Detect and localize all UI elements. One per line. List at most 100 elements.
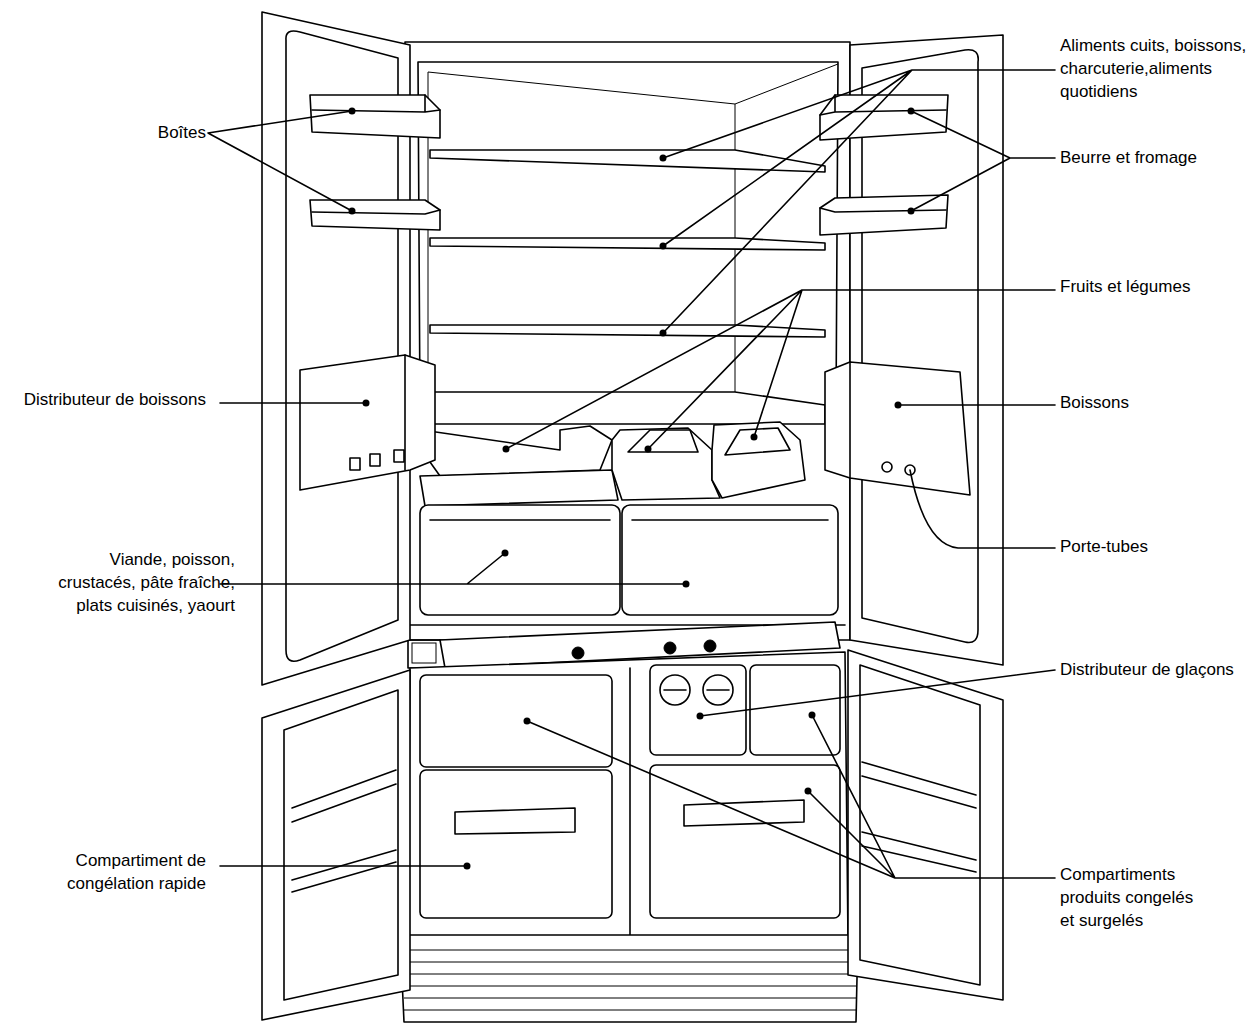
upper-right-door-part (825, 362, 970, 495)
callout-label: Aliments cuits, boissons, charcuterie,al… (1060, 34, 1259, 103)
freezer (408, 652, 848, 940)
leader-lines-part (911, 111, 1055, 211)
lower-right-door-part (862, 762, 976, 872)
leader-dots-part (683, 581, 690, 588)
lower-left-door-part (284, 690, 398, 1000)
lower-right-door (848, 650, 1003, 1000)
upper-right-door-part (862, 50, 978, 643)
freezer-part (420, 770, 612, 918)
drawers (410, 505, 845, 625)
lower-left-door-part (262, 670, 410, 1020)
leader-dots-part (524, 718, 531, 725)
leader-lines-part (910, 470, 1055, 548)
upper-right-door-part (849, 362, 851, 478)
leader-lines-part (208, 111, 352, 211)
shelves-part (430, 238, 825, 250)
leader-lines-part (220, 865, 467, 867)
divider-band-part (664, 642, 676, 654)
leader-dots-part (502, 550, 509, 557)
crisper-bins-part (422, 426, 612, 476)
crisper-bins-part (725, 428, 790, 455)
callout-label: Distributeur de glaçons (1060, 658, 1259, 681)
leader-lines (208, 70, 1055, 878)
callout-label: Viande, poisson, crustacés, pâte fraîche… (35, 548, 235, 617)
leader-dots-part (464, 863, 471, 870)
callout-label: Porte-tubes (1060, 535, 1255, 558)
upper-left-door-part (310, 200, 440, 230)
cabinet-part (405, 42, 850, 640)
callout-label: Compartiments produits congelés et surge… (1060, 863, 1200, 932)
leader-dots-part (908, 108, 915, 115)
drawers-part (420, 505, 620, 615)
lower-right-door-part (848, 650, 1003, 1000)
crisper-bins-part (612, 428, 720, 500)
lower-left-door (262, 670, 410, 1020)
leader-dots-part (751, 434, 758, 441)
divider-band-part (572, 647, 584, 659)
divider-band-part (408, 640, 445, 668)
leader-dots-part (660, 330, 667, 337)
upper-left-door-part (350, 458, 360, 470)
divider-band-part (412, 643, 436, 663)
freezer-part (408, 652, 848, 940)
freezer-part (664, 689, 729, 691)
cabinet-part (418, 62, 838, 410)
upper-left-door-part (300, 355, 435, 490)
freezer-part (629, 668, 631, 935)
leader-dots-part (363, 400, 370, 407)
leader-lines-part (220, 553, 686, 584)
callout-label: Beurre et fromage (1060, 146, 1255, 169)
leader-dots-part (349, 108, 356, 115)
callout-label: Distributeur de boissons (1, 388, 206, 411)
leader-lines-part (506, 290, 1055, 449)
crisper-bins (420, 422, 805, 506)
base-grille-part (404, 950, 856, 1010)
upper-left-door-part (312, 210, 440, 214)
leader-dots-part (697, 713, 704, 720)
leader-dots-part (908, 208, 915, 215)
leader-dots-part (895, 402, 902, 409)
leader-lines-part (663, 70, 1055, 333)
freezer-part (650, 665, 746, 755)
cabinet (405, 42, 850, 640)
shelves-part (428, 392, 825, 424)
leader-dots-part (660, 243, 667, 250)
leader-dots-part (349, 208, 356, 215)
upper-right-door-part (820, 95, 946, 115)
upper-right-door-part (820, 208, 946, 212)
freezer-part (650, 765, 840, 918)
callout-label: Compartiment de congélation rapide (46, 849, 206, 895)
leader-dots-part (503, 446, 510, 453)
leader-dots-part (805, 788, 812, 795)
callout-label: Boissons (1060, 391, 1255, 414)
cabinet-part (428, 64, 838, 400)
callout-label: Boîtes (56, 121, 206, 144)
upper-left-door-part (394, 450, 404, 462)
base-grille (400, 935, 858, 1022)
leader-lines-part (898, 404, 1055, 406)
freezer-part (750, 665, 840, 755)
drawers-part (430, 519, 828, 521)
lower-left-door-part (292, 770, 396, 892)
crisper-bins-part (712, 422, 805, 498)
upper-right-door-part (882, 462, 892, 472)
crisper-bins-part (420, 470, 618, 506)
shelves (428, 150, 825, 424)
base-grille-part (400, 935, 858, 1022)
leader-dots (349, 108, 915, 870)
leader-lines-part (220, 402, 366, 404)
upper-left-door-part (370, 454, 380, 466)
upper-left-door-part (312, 95, 440, 112)
upper-right-door-part (820, 95, 948, 140)
freezer-part (455, 808, 575, 834)
callout-label: Fruits et légumes (1060, 275, 1255, 298)
leader-dots-part (645, 446, 652, 453)
leader-dots-part (660, 155, 667, 162)
divider-band-part (704, 640, 716, 652)
freezer-part (420, 675, 612, 767)
leader-lines-part (527, 715, 1055, 878)
shelves-part (430, 150, 825, 172)
leader-lines-part (700, 670, 1055, 716)
